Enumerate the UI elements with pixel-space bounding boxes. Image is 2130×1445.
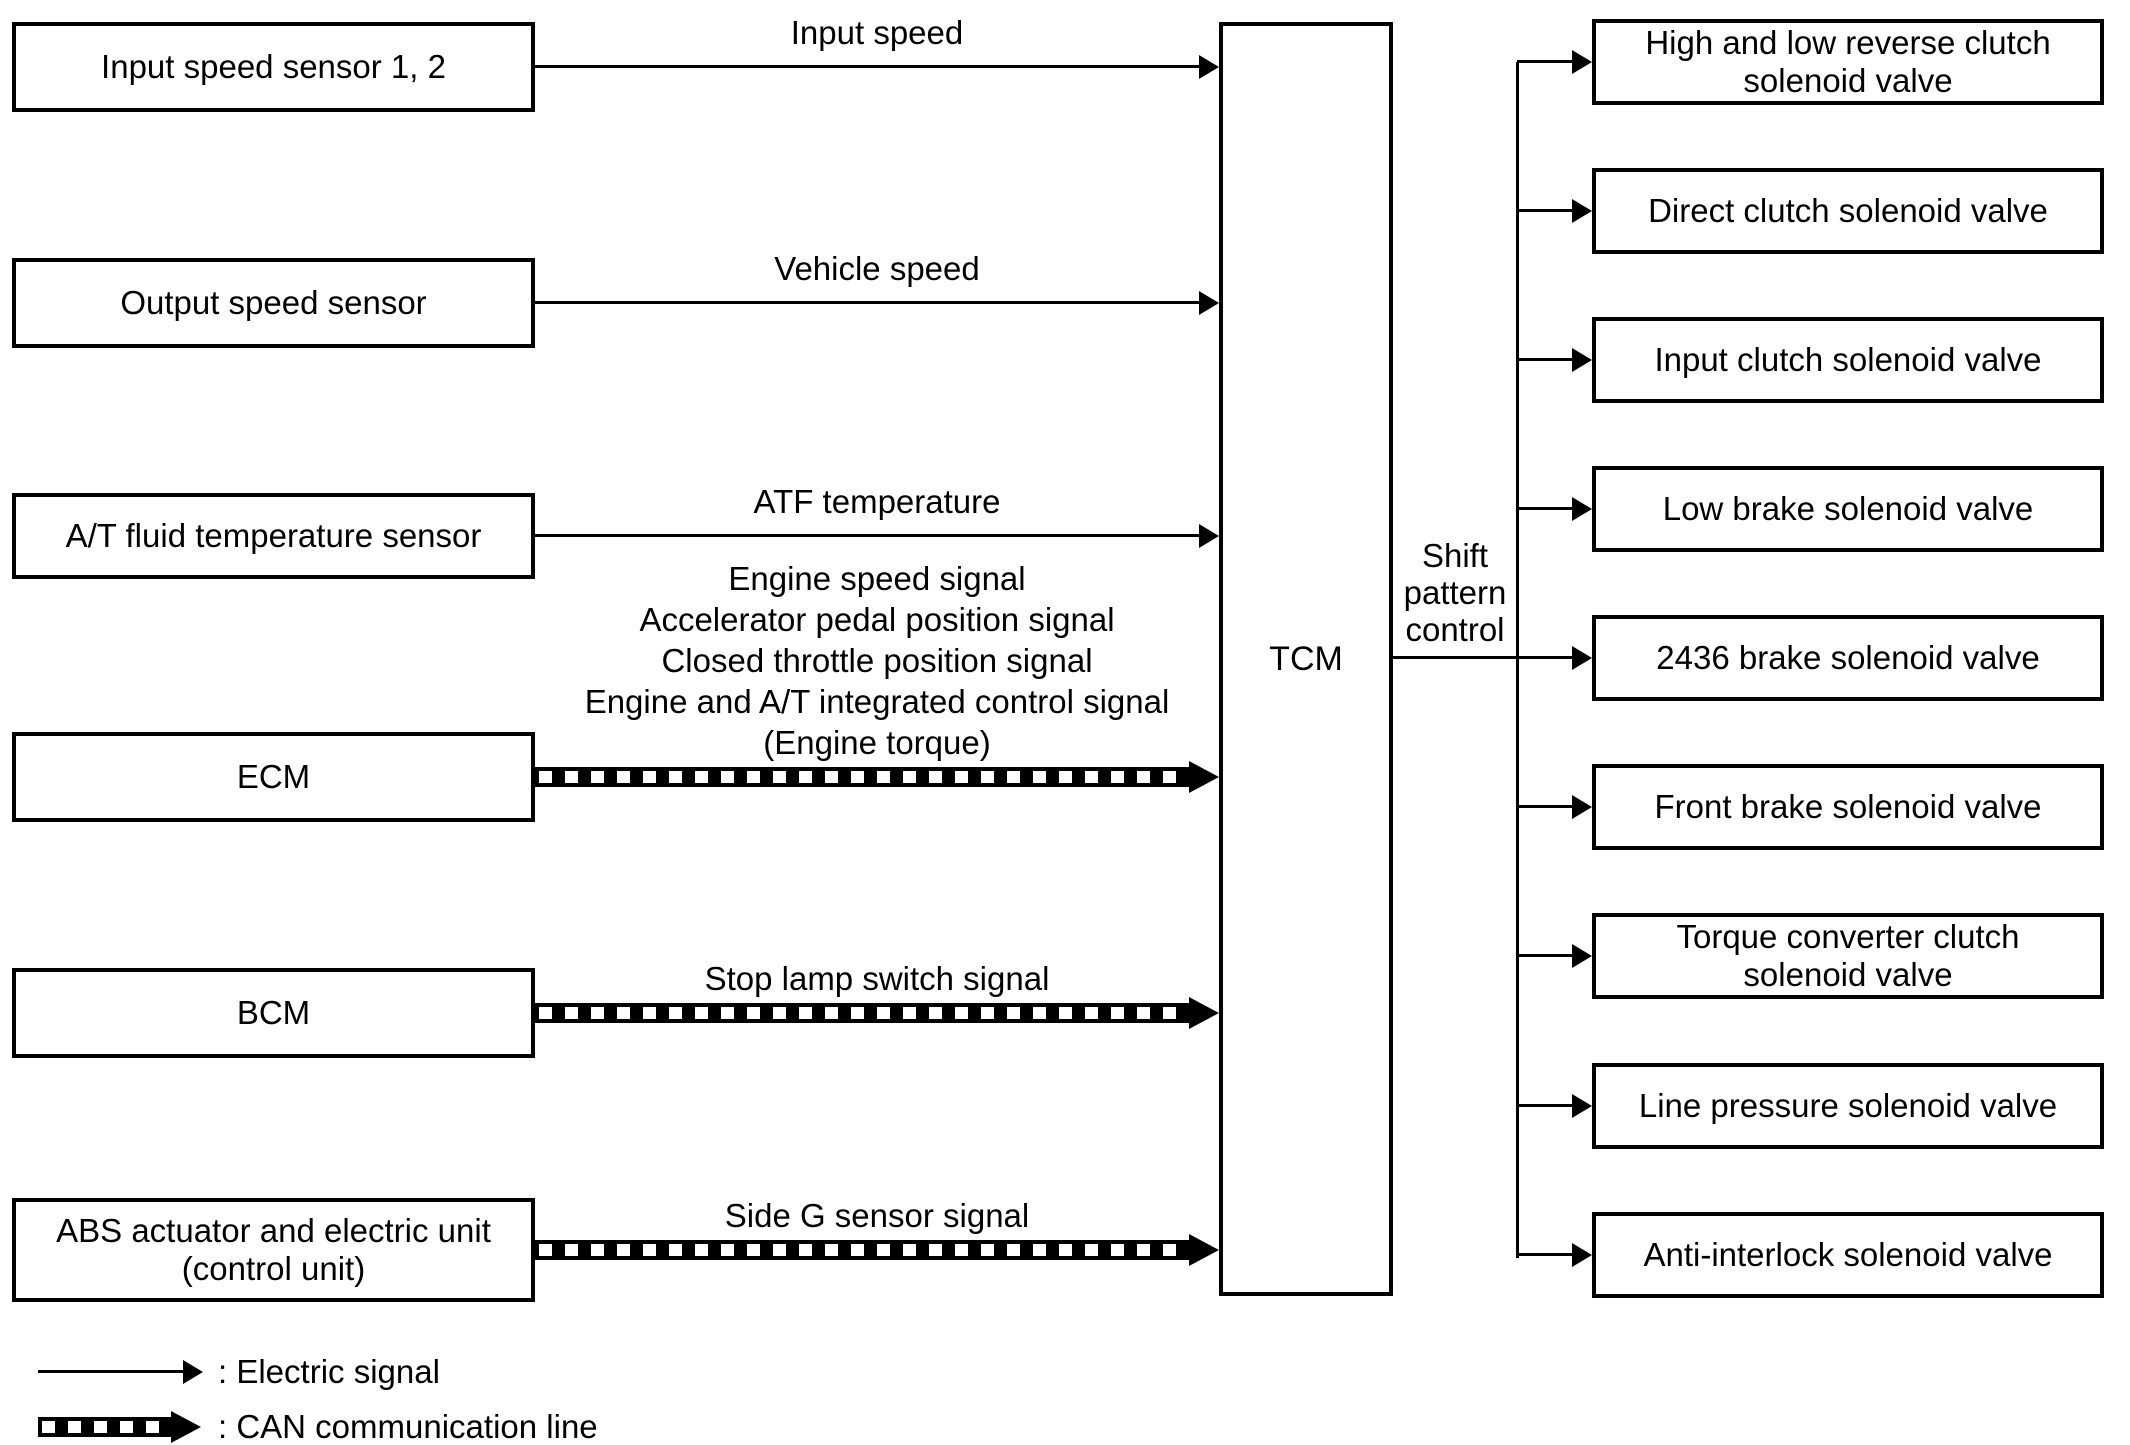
output-branch-arrowhead-icon	[1572, 348, 1592, 372]
input-box-label: BCM	[236, 994, 311, 1031]
electric-signal-arrowhead-icon	[1199, 524, 1219, 548]
output-box-label: Torque converter clutch	[1676, 918, 2020, 955]
electric-signal-arrowhead-icon	[1199, 55, 1219, 79]
electric-signal-line	[535, 534, 1199, 537]
output-box-label: High and low reverse clutch	[1645, 24, 2051, 61]
input-box-abs-actuator-and-electric-unit: ABS actuator and electric unit(control u…	[12, 1198, 535, 1302]
signal-label-atf-temperature: ATF temperature	[535, 481, 1219, 522]
can-signal-arrowhead-icon	[1189, 997, 1219, 1029]
output-branch-line	[1517, 209, 1572, 212]
tcm-box-label: TCM	[1269, 640, 1343, 678]
signal-label-vehicle-speed: Vehicle speed	[535, 248, 1219, 289]
signal-label-line: Stop lamp switch signal	[704, 960, 1050, 997]
output-branch-line	[1517, 656, 1572, 659]
tcm-output-line	[1393, 656, 1519, 659]
output-branch-arrowhead-icon	[1572, 795, 1592, 819]
legend-can-label: : CAN communication line	[218, 1408, 598, 1445]
signal-label-line: Accelerator pedal position signal	[639, 601, 1115, 638]
output-box-label: solenoid valve	[1743, 956, 1953, 993]
signal-label-input-speed: Input speed	[535, 12, 1219, 53]
input-box-label: ECM	[236, 758, 311, 795]
output-branch-line	[1517, 954, 1572, 957]
output-box-line-pressure-solenoid-valve: Line pressure solenoid valve	[1592, 1063, 2104, 1149]
signal-label-side-g-sensor-signal: Side G sensor signal	[535, 1195, 1219, 1236]
signal-label-line: Engine speed signal	[728, 560, 1026, 597]
electric-signal-line	[535, 301, 1199, 304]
legend-electric-arrowhead-icon	[183, 1360, 203, 1384]
can-signal-line	[535, 1003, 1189, 1023]
output-branch-arrowhead-icon	[1572, 1094, 1592, 1118]
input-box-output-speed-sensor: Output speed sensor	[12, 258, 535, 348]
output-branch-arrowhead-icon	[1572, 1243, 1592, 1267]
legend-electric-line	[38, 1370, 183, 1373]
output-box-label: Front brake solenoid valve	[1654, 788, 2042, 825]
input-box-bcm: BCM	[12, 968, 535, 1058]
can-signal-arrowhead-icon	[1189, 761, 1219, 793]
output-branch-line	[1517, 358, 1572, 361]
signal-label-line: Engine and A/T integrated control signal	[584, 683, 1170, 720]
input-box-input-speed-sensor-1-2: Input speed sensor 1, 2	[12, 22, 535, 112]
output-box-label: Direct clutch solenoid valve	[1648, 192, 2048, 229]
output-box-label: solenoid valve	[1743, 62, 1953, 99]
can-signal-arrowhead-icon	[1189, 1234, 1219, 1266]
output-box-label: Low brake solenoid valve	[1662, 490, 2034, 527]
output-branch-line	[1517, 805, 1572, 808]
signal-label-line: Vehicle speed	[774, 250, 980, 287]
signal-label-line: Input speed	[790, 14, 964, 51]
signal-label-line: (Engine torque)	[763, 724, 991, 761]
signal-label-line: ATF temperature	[753, 483, 1001, 520]
output-branch-line	[1517, 1104, 1572, 1107]
shift-pattern-control-label: Shift pattern control	[1393, 537, 1517, 648]
output-branch-line	[1517, 60, 1572, 63]
output-box-label: Input clutch solenoid valve	[1654, 341, 2042, 378]
output-branch-line	[1517, 507, 1572, 510]
input-box-label: ABS actuator and electric unit	[56, 1212, 491, 1249]
shift-pattern-control-line1: Shift	[1421, 537, 1489, 574]
output-branch-arrowhead-icon	[1572, 50, 1592, 74]
can-signal-line	[535, 767, 1189, 787]
output-branch-arrowhead-icon	[1572, 646, 1592, 670]
legend-can-arrowhead-icon	[171, 1411, 201, 1443]
output-branch-arrowhead-icon	[1572, 944, 1592, 968]
output-trunk-line	[1516, 62, 1519, 1258]
input-box-a-t-fluid-temperature-sensor: A/T fluid temperature sensor	[12, 493, 535, 579]
electric-signal-arrowhead-icon	[1199, 291, 1219, 315]
output-box-2436-brake-solenoid-valve: 2436 brake solenoid valve	[1592, 615, 2104, 701]
output-box-label: Anti-interlock solenoid valve	[1643, 1236, 2053, 1273]
signal-label-line: Side G sensor signal	[724, 1197, 1030, 1234]
shift-pattern-control-line3: control	[1405, 611, 1505, 648]
output-branch-arrowhead-icon	[1572, 199, 1592, 223]
can-signal-line	[535, 1240, 1189, 1260]
output-box-input-clutch-solenoid-valve: Input clutch solenoid valve	[1592, 317, 2104, 403]
signal-label-stop-lamp-switch-signal: Stop lamp switch signal	[535, 958, 1219, 999]
input-box-ecm: ECM	[12, 732, 535, 822]
input-box-label: (control unit)	[181, 1250, 366, 1287]
output-box-label: Line pressure solenoid valve	[1638, 1087, 2058, 1124]
output-box-direct-clutch-solenoid-valve: Direct clutch solenoid valve	[1592, 168, 2104, 254]
output-branch-arrowhead-icon	[1572, 497, 1592, 521]
electric-signal-line	[535, 65, 1199, 68]
output-branch-line	[1517, 1253, 1572, 1256]
output-box-anti-interlock-solenoid-valve: Anti-interlock solenoid valve	[1592, 1212, 2104, 1298]
output-box-label: 2436 brake solenoid valve	[1656, 639, 2040, 676]
input-box-label: Output speed sensor	[120, 284, 427, 321]
shift-pattern-control-line2: pattern	[1403, 574, 1507, 611]
legend-electric-label: : Electric signal	[218, 1353, 440, 1390]
input-box-label: Input speed sensor 1, 2	[101, 48, 446, 85]
tcm-box: TCM	[1219, 22, 1393, 1296]
input-box-label: A/T fluid temperature sensor	[65, 517, 482, 554]
legend-can-line	[38, 1417, 171, 1437]
output-box-low-brake-solenoid-valve: Low brake solenoid valve	[1592, 466, 2104, 552]
signal-label-line: Closed throttle position signal	[661, 642, 1093, 679]
output-box-front-brake-solenoid-valve: Front brake solenoid valve	[1592, 764, 2104, 850]
